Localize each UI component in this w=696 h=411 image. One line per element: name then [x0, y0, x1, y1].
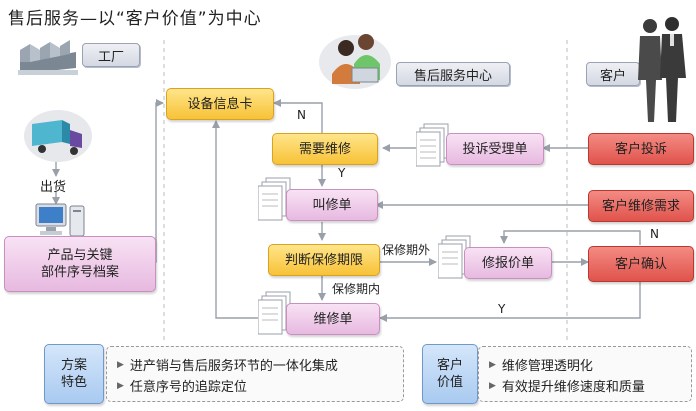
value-label-line2: 价值	[436, 375, 463, 390]
product-archive-line1: 产品与关键	[47, 248, 113, 263]
lane-label-customer: 客户	[586, 62, 640, 86]
solution-item: ▶ 任意序号的追踪定位	[117, 376, 247, 395]
value-panel: ▶ 维修管理透明化 ▶ 有效提升维修速度和质量	[478, 346, 692, 402]
edge-need-repair-to-card	[273, 99, 323, 133]
bullet-triangle-icon: ▶	[117, 380, 124, 391]
equipment-info-card[interactable]: 设备信息卡	[166, 88, 274, 120]
complaint-form[interactable]: 投诉受理单	[446, 133, 544, 165]
edge-label-in-warranty: 保修期内	[332, 282, 381, 296]
lane-label-factory: 工厂	[82, 43, 140, 67]
product-archive-line2: 部件序号档案	[40, 265, 119, 280]
solution-item-text: 任意序号的追踪定位	[129, 380, 247, 395]
value-item: ▶ 有效提升维修速度和质量	[489, 376, 645, 395]
solution-label-line1: 方案	[60, 358, 87, 373]
value-item-text: 维修管理透明化	[501, 359, 593, 374]
solution-item-text: 进产销与售后服务环节的一体化集成	[129, 359, 338, 374]
lane-label-service-center: 售后服务中心	[396, 62, 510, 86]
solution-item: ▶ 进产销与售后服务环节的一体化集成	[117, 355, 338, 374]
solution-panel: ▶ 进产销与售后服务环节的一体化集成 ▶ 任意序号的追踪定位	[106, 346, 404, 402]
factory-icon	[16, 32, 80, 76]
solution-label-line2: 特色	[60, 375, 87, 390]
repair-order-form[interactable]: 维修单	[286, 303, 380, 335]
shipment-label: 出货	[40, 180, 67, 195]
delivery-truck-icon	[22, 108, 92, 164]
product-archive-box[interactable]: 产品与关键 部件序号档案	[4, 236, 156, 292]
customer-confirm[interactable]: 客户确认	[588, 246, 694, 282]
value-item-text: 有效提升维修速度和质量	[501, 380, 645, 395]
edge-confirm-to-quote	[500, 230, 641, 245]
bullet-triangle-icon: ▶	[489, 359, 496, 370]
repair-quote-form[interactable]: 修报价单	[464, 247, 552, 279]
computer-icon	[30, 200, 90, 240]
edge-label-n-top: N	[297, 108, 306, 122]
page-title: 售后服务—以“客户价值”为中心	[8, 9, 262, 29]
document-stack-icon	[415, 122, 452, 168]
service-staff-icon	[318, 28, 392, 90]
edge-label-y-bottom: Y	[498, 302, 506, 316]
customer-repair-request[interactable]: 客户维修需求	[588, 190, 694, 222]
edge-label-y-mid: Y	[338, 166, 346, 180]
bullet-triangle-icon: ▶	[117, 359, 124, 370]
edge-label-n-right: N	[650, 227, 659, 241]
edge-repair-order-to-card	[212, 120, 260, 319]
need-repair-decision[interactable]: 需要维修	[272, 133, 378, 165]
edge-confirm-to-repair-order	[379, 281, 641, 322]
value-label-line1: 客户	[436, 358, 463, 373]
edge-label-out-warranty: 保修期外	[382, 243, 431, 257]
value-label-box: 客户 价值	[422, 344, 478, 404]
customers-icon	[630, 14, 692, 126]
call-repair-form[interactable]: 叫修单	[286, 189, 378, 221]
bullet-triangle-icon: ▶	[489, 380, 496, 391]
customer-complaint[interactable]: 客户投诉	[588, 133, 694, 165]
judge-warranty-decision[interactable]: 判断保修期限	[268, 244, 380, 276]
value-item: ▶ 维修管理透明化	[489, 355, 593, 374]
solution-label-box: 方案 特色	[44, 344, 104, 404]
